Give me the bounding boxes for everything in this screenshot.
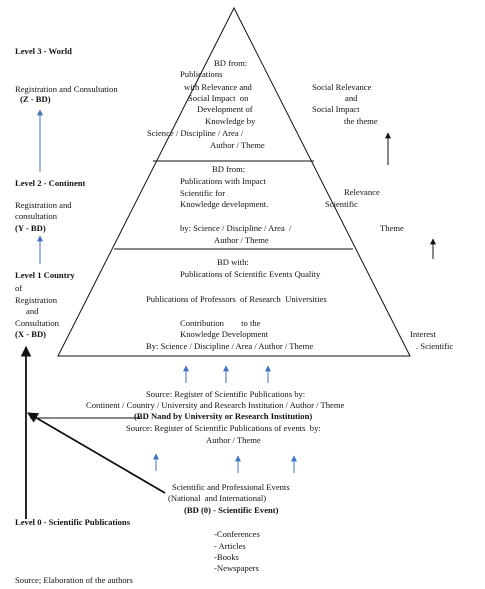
middle-publications: Publications with Impact [180,176,266,186]
pyramid-outline [57,6,411,357]
level2-code: (Y - BD) [15,223,46,233]
level1-title: Level 1 Country [15,270,75,280]
list-item: - Articles [214,541,246,551]
right-and: and [345,93,358,103]
right-theme: Theme [380,223,404,233]
level3-title: Level 3 - World [15,46,72,56]
level3-code: (Z - BD) [20,94,51,104]
source-note: Source; Elaboration of the authors [15,575,133,585]
middle-knowledge-development: Knowledge development. [180,199,269,209]
middle-scientific-for: Scientific for [180,188,226,198]
list-item: -Conferences [214,529,260,539]
level1-and: and [26,306,39,316]
register-author-theme: Author / Theme [206,435,261,445]
events-title: Scientific and Professional Events [172,482,290,492]
events-scope: (National and International) [168,493,267,503]
bottom-contribution: Contribution to the [180,318,261,328]
register-hierarchy: Continent / Country / University and Res… [86,400,345,410]
middle-bd-from: BD from: [212,164,246,174]
right-social-relevance: Social Relevance [312,82,372,92]
top-development: Development of [197,104,253,114]
right-the-theme: the theme [344,116,378,126]
level1-of: of [15,283,23,293]
level2-registration: Registration and [15,200,72,210]
list-item: -Newspapers [214,563,259,573]
top-social-impact: Social Impact on [188,93,249,103]
level2-title: Level 2 - Continent [15,178,86,188]
top-bd-from: BD from: [214,58,248,68]
register-bd: (BD Nand by University or Research Insti… [134,411,313,421]
top-relevance: with Relevance and [184,82,252,92]
right-relevance: Relevance [344,187,380,197]
arrow-diagonal [27,412,166,494]
level1-code: (X - BD) [15,329,47,339]
top-author-theme: Author / Theme [210,140,265,150]
level2-consultation: consultation [15,211,58,221]
bottom-professors: Publications of Professors of Research U… [146,294,327,304]
list-item: -Books [214,552,239,562]
bottom-events-quality: Publications of Scientific Events Qualit… [180,269,321,279]
right-interest: Interest [410,329,436,339]
top-knowledge-by: Knowledge by [205,116,256,126]
level1-registration: Registration [15,295,58,305]
bottom-bd-with: BD with: [217,257,249,267]
right-scientific: Scientific [325,199,358,209]
events-bd: (BD (0) - Scientific Event) [184,505,279,515]
top-publications: Publications [180,69,223,79]
register-source: Source: Register of Scientific Publicati… [146,389,306,399]
middle-science-discipline: by: Science / Discipline / Area / [180,223,292,233]
middle-author-theme: Author / Theme [214,235,269,245]
register-events-source: Source: Register of Scientific Publicati… [126,423,321,433]
right-social-impact: Social Impact [312,104,360,114]
bottom-knowledge-development: Knowledge Development [180,329,269,339]
right-scientific-bottom: . Scientific [416,341,454,351]
level0-title: Level 0 - Scientific Publications [15,517,131,527]
level1-consultation: Consultation [15,318,59,328]
top-science-discipline: Science / Discipline / Area / [147,128,244,138]
bottom-science-discipline: By: Science / Discipline / Area / Author… [146,341,314,351]
level3-registration: Registration and Consultation [15,84,118,94]
